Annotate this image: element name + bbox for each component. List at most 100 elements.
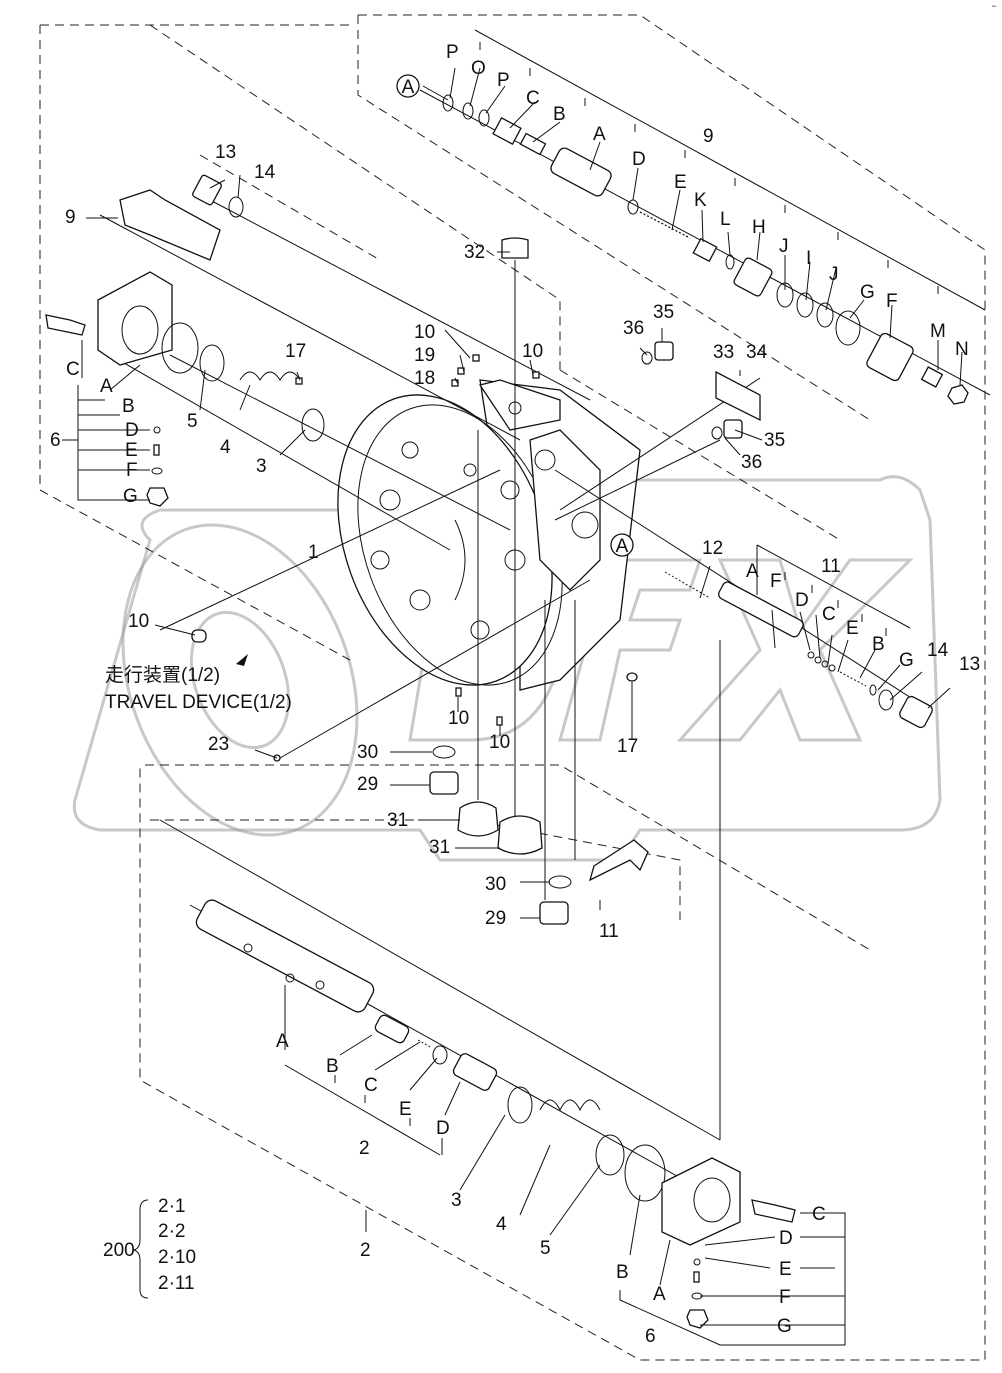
label-14: 14: [927, 640, 949, 661]
label-c: C: [364, 1075, 378, 1096]
kit-member: 2·10: [158, 1247, 196, 1268]
label-l: L: [720, 209, 731, 230]
label-13: 13: [215, 142, 236, 163]
label-a: A: [276, 1031, 289, 1052]
label-9: 9: [65, 207, 76, 228]
label-d: D: [779, 1228, 793, 1249]
label-5: 5: [187, 411, 198, 432]
reference-marker-a: A A: [396, 74, 634, 557]
label-h: H: [752, 217, 766, 238]
reference-note-japanese: 走行装置(1/2): [105, 664, 220, 686]
label-30: 30: [485, 874, 506, 895]
label-f: F: [779, 1287, 791, 1308]
label-e: E: [779, 1259, 792, 1280]
label-assembly-2: 2: [359, 1138, 370, 1159]
label-30: 30: [357, 742, 378, 763]
label-31: 31: [387, 810, 408, 831]
label-d: D: [125, 420, 139, 441]
label-a: A: [100, 376, 113, 397]
labels-lower-spool: A B C E D 2 3 4 5 2: [276, 1031, 551, 1261]
label-4: 4: [496, 1214, 507, 1235]
leader-lines: [62, 29, 986, 1346]
label-f: F: [886, 291, 898, 312]
marker-a-center: A: [616, 536, 629, 557]
label-32: 32: [464, 242, 485, 263]
label-assembly-6: 6: [50, 430, 61, 451]
label-35: 35: [764, 430, 785, 451]
lower-spool-parts: [195, 899, 796, 1329]
label-3: 3: [256, 456, 267, 477]
reference-arrowhead: [236, 654, 248, 666]
label-14: 14: [254, 162, 276, 183]
label-g: G: [860, 282, 875, 303]
label-n: N: [955, 339, 969, 360]
label-b: B: [553, 104, 566, 125]
label-g: G: [123, 486, 138, 507]
label-17: 17: [285, 341, 306, 362]
label-33: 33: [713, 342, 734, 363]
label-19: 19: [414, 345, 435, 366]
label-group-2: 2: [360, 1240, 371, 1261]
label-c: C: [822, 604, 836, 625]
label-18: 18: [414, 368, 435, 389]
label-23: 23: [208, 734, 229, 755]
kit-member: 2·1: [158, 1196, 185, 1217]
labels-right-spool: 12 A F 11 D C E B G 14 13: [702, 538, 980, 675]
kit-group-label: 200: [103, 1240, 135, 1261]
label-g: G: [777, 1316, 792, 1337]
label-c: C: [66, 359, 80, 380]
label-29: 29: [485, 908, 506, 929]
upper-left-parts: [45, 174, 325, 507]
travel-device-reference: 走行装置(1/2) TRAVEL DEVICE(1/2): [105, 654, 292, 713]
label-e: E: [674, 172, 687, 193]
label-m: M: [930, 321, 946, 342]
label-10: 10: [489, 732, 510, 753]
center-parts: [191, 237, 761, 925]
kit-group-legend: 200 2·1 2·2 2·10 2·11: [103, 1196, 196, 1294]
marker-a-top: A: [402, 77, 415, 98]
label-5: 5: [540, 1238, 551, 1259]
label-e: E: [399, 1099, 412, 1120]
label-3: 3: [451, 1190, 462, 1211]
label-b: B: [616, 1262, 629, 1283]
label-11: 11: [599, 921, 619, 942]
label-k: K: [694, 190, 707, 211]
label-34: 34: [746, 342, 768, 363]
label-o: O: [471, 58, 486, 79]
label-d: D: [632, 149, 646, 170]
label-g: G: [899, 650, 914, 671]
label-j: J: [779, 236, 789, 257]
assembly-axes: [99, 89, 991, 1201]
relief-valve-parts: [442, 94, 969, 405]
label-a: A: [653, 1284, 666, 1305]
reference-note-english: TRAVEL DEVICE(1/2): [105, 692, 292, 713]
label-29: 29: [357, 774, 378, 795]
corner-mark: ▪▪: [991, 4, 996, 10]
label-p: P: [446, 42, 459, 63]
label-a: A: [746, 561, 759, 582]
label-12: 12: [702, 538, 723, 559]
label-36: 36: [741, 452, 762, 473]
label-13: 13: [959, 654, 980, 675]
label-a: A: [593, 124, 606, 145]
label-b: B: [122, 396, 135, 417]
label-c: C: [812, 1204, 826, 1225]
label-31: 31: [429, 837, 450, 858]
label-assembly-9: 9: [703, 126, 714, 147]
label-d: D: [795, 590, 809, 611]
label-f: F: [126, 460, 138, 481]
label-assembly-6: 6: [645, 1326, 656, 1347]
motor-housing: [337, 379, 641, 691]
label-e: E: [125, 440, 138, 461]
labels-relief-valve: P O P C B A 9 D E K L H J I J G F M N: [446, 42, 969, 360]
label-b: B: [326, 1056, 339, 1077]
label-17: 17: [617, 736, 638, 757]
labels-upper-left: 13 14 9 17 C A B D E F G 6 5 4 3 1: [50, 142, 319, 563]
label-10: 10: [414, 322, 435, 343]
label-assembly-11: 11: [821, 556, 841, 577]
right-spool-parts: [664, 571, 933, 729]
label-d: D: [436, 1118, 450, 1139]
label-c: C: [526, 88, 540, 109]
label-j: J: [829, 264, 839, 285]
